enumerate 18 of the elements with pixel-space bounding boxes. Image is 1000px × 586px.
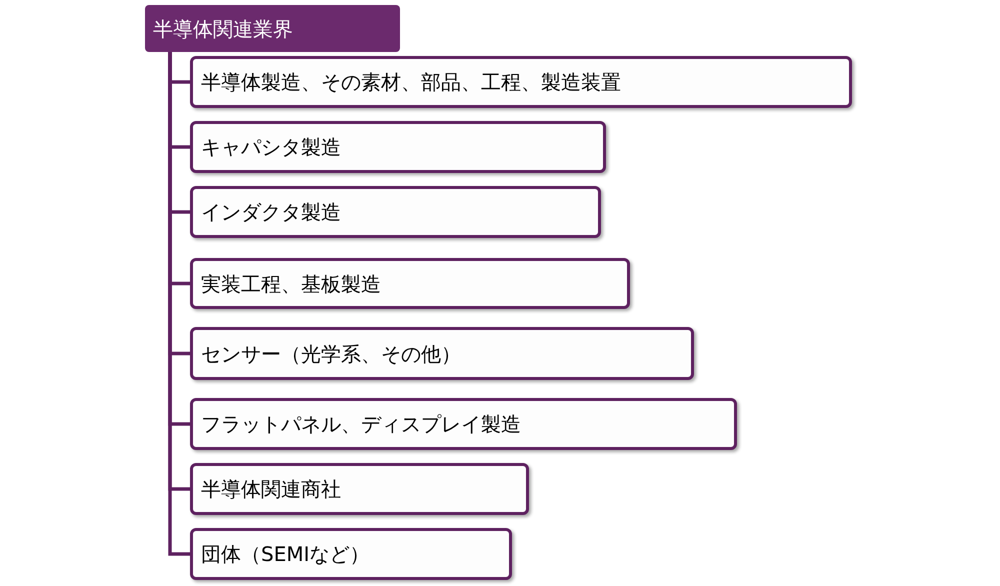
category-box <box>190 121 606 173</box>
box-label: インダクタ製造 <box>201 199 341 226</box>
box-label: 半導体製造、その素材、部品、工程、製造装置 <box>201 69 621 96</box>
category-box <box>190 258 630 309</box>
category-box <box>190 463 529 515</box>
box-label: フラットパネル、ディスプレイ製造 <box>201 411 521 438</box>
box-label: 団体（SEMIなど） <box>201 541 370 568</box>
box-label: キャパシタ製造 <box>201 134 341 161</box>
category-box <box>190 528 512 580</box>
category-box <box>190 398 737 450</box>
box-label: センサー（光学系、その他） <box>201 340 461 368</box>
box-label: 半導体関連業界 <box>153 16 293 42</box>
box-label: 半導体関連商社 <box>201 476 341 503</box>
header-box <box>145 5 400 52</box>
box-label: 実装工程、基板製造 <box>201 270 381 298</box>
category-box <box>190 56 852 108</box>
category-box <box>190 186 601 238</box>
category-box <box>190 327 694 380</box>
